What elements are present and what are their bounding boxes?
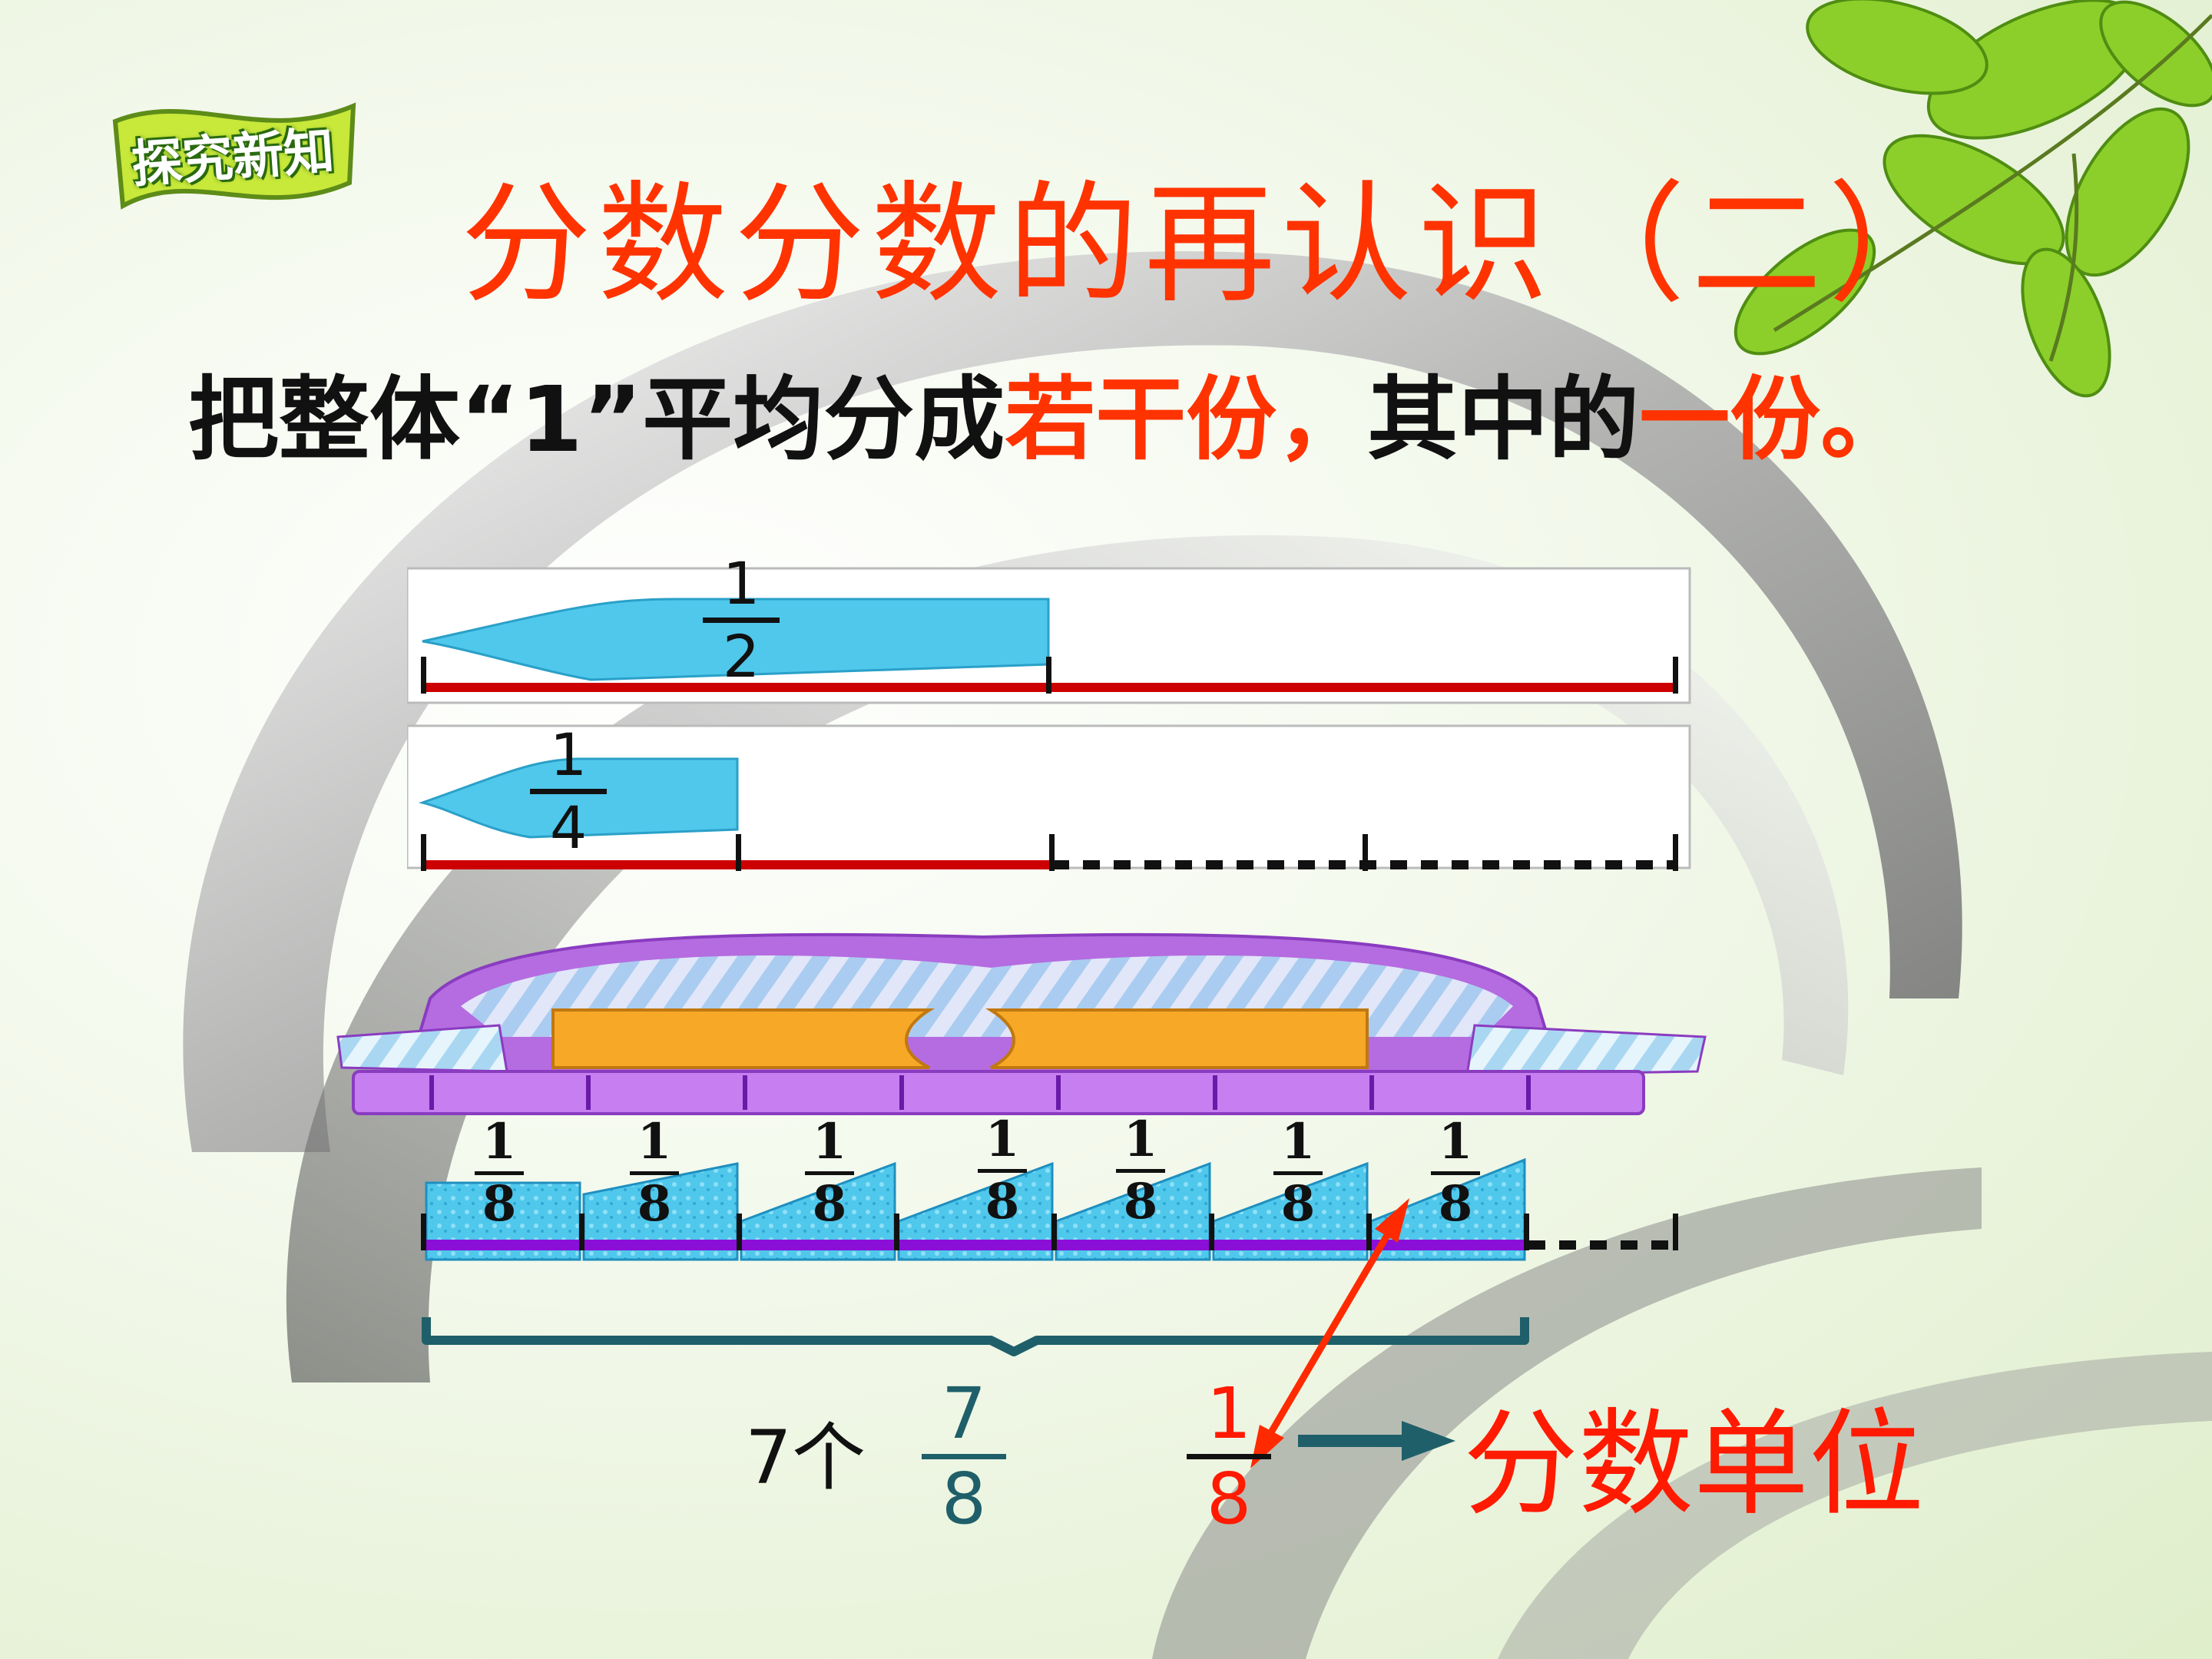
count-label: 7个 [745,1415,866,1501]
definition-part-4: 一份。 [1639,366,1912,472]
quarter-piece [418,757,739,839]
eighths-diagram [421,1157,1678,1261]
sofa-illustration [336,932,1707,1115]
brace [422,1317,1529,1356]
definition-text: 把整体“1”平均分成若干份，其中的一份。 [188,346,2185,477]
right-arrow [1298,1421,1455,1461]
quarter-diagram [407,724,1691,871]
half-piece [422,598,1050,681]
page-title: 分数分数的再认识（二） [461,169,1965,321]
half-diagram [407,567,1691,704]
leaves-decoration [1734,0,2212,398]
definition-part-3: 其中的 [1367,366,1640,472]
eighths-line [424,1240,1524,1250]
fraction-unit-label: 分数单位 [1463,1398,1925,1532]
badge-flag [112,102,356,210]
definition-part-1: 把整体“1”平均分成 [188,366,1005,472]
double-arrow [1250,1198,1409,1469]
definition-part-2: 若干份， [1005,366,1368,472]
